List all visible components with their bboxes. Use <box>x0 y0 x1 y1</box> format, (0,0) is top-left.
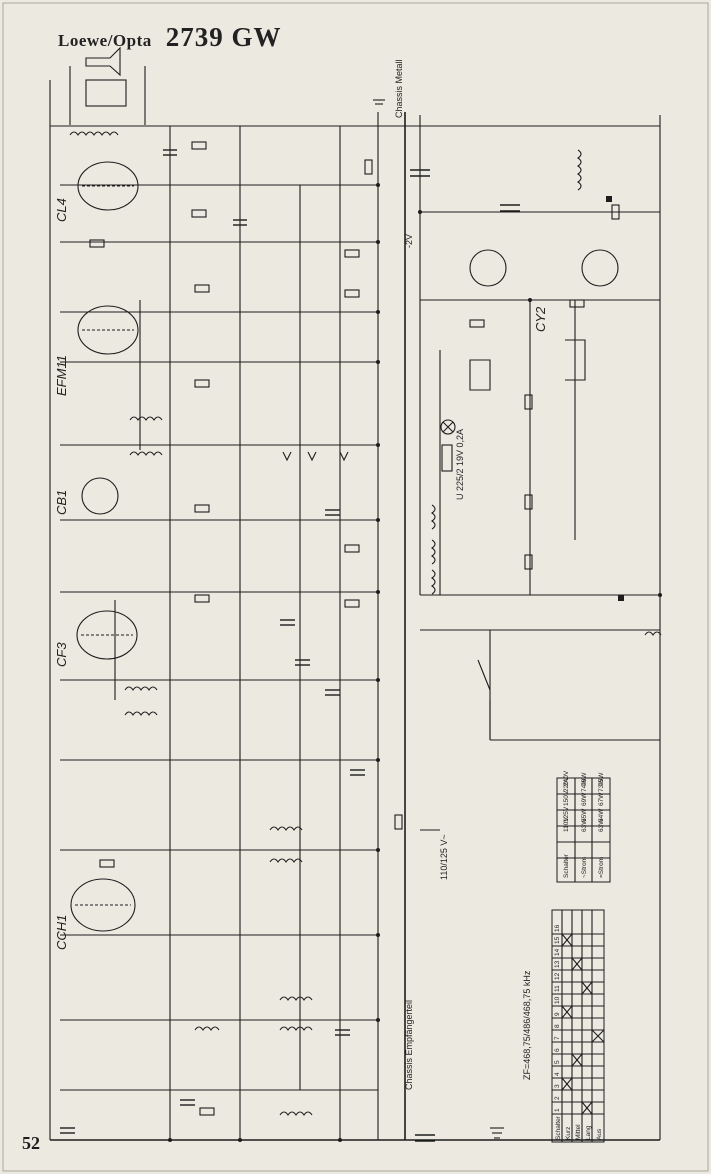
mains-table-cell: 73W <box>598 778 605 792</box>
switch-table-row-label: Aus <box>596 1128 603 1140</box>
switch-table-column-number: 11 <box>554 985 561 992</box>
mains-table-cell: 67W <box>598 792 605 806</box>
switch-table-row-label: Kurz <box>565 1127 572 1140</box>
mains-table-cell: 76W <box>581 772 588 786</box>
title-block: Loewe/Opta 2739 GW <box>58 22 282 53</box>
switch-table-column-number: 5 <box>554 1060 561 1064</box>
mains-voltage-label: 110/125 V~ <box>439 834 449 880</box>
switch-table-column-number: 9 <box>554 1012 561 1016</box>
brand-name: Loewe/Opta <box>58 31 152 50</box>
mains-table-cell: 125V <box>563 806 570 822</box>
tube-label-cf3: CF3 <box>54 642 69 667</box>
switch-table-column-number: 3 <box>554 1084 561 1088</box>
model-number: 2739 GW <box>165 22 282 52</box>
mains-table-header-ac: ~Strom <box>581 857 588 878</box>
bias-voltage-label: -2V <box>404 234 414 248</box>
chassis-receiver-label: Chassis Empfängerteil <box>404 1000 414 1090</box>
switch-table-column-number: 10 <box>554 996 561 1004</box>
tube-label-efm11: EFM11 <box>54 355 69 396</box>
mains-table-cell: 63W <box>581 818 588 832</box>
tube-label-cch1: CCH1 <box>54 915 69 950</box>
mains-table-cell: 240V <box>563 770 570 786</box>
switch-table-column-number: 7 <box>554 1036 561 1040</box>
mains-table-cell: 69W <box>581 792 588 806</box>
switch-table-column-number: 8 <box>554 1024 561 1028</box>
switch-table-column-number: 1 <box>554 1108 561 1112</box>
mains-table-cell: 75W <box>598 772 605 786</box>
mains-table-cell: 110V <box>563 817 570 832</box>
tube-label-cb1: CB1 <box>54 490 69 515</box>
if-frequency-note: ZF=468,75/486/468,75 kHz <box>522 970 532 1080</box>
switch-table-column-number: 13 <box>554 960 561 968</box>
mains-table-cell: 63W <box>598 818 605 832</box>
mains-table-cell: 65W <box>581 808 588 822</box>
switch-table-column-number: 2 <box>554 1096 561 1100</box>
switch-table-column-number: 4 <box>554 1072 561 1076</box>
switch-table-column-number: 14 <box>554 948 561 956</box>
dial-lamp-label: U 225/2 19V 0,2A <box>455 429 465 500</box>
mains-table-cell: 150V <box>563 790 570 806</box>
switch-table-column-number: 16 <box>554 924 561 932</box>
mains-table-cell: 64W <box>598 808 605 822</box>
tube-label-cl4: CL4 <box>54 198 69 222</box>
page-number: 52 <box>22 1133 40 1153</box>
switch-table-column-number: 15 <box>554 936 561 944</box>
chassis-metal-label: Chassis Metall <box>394 59 404 118</box>
switch-table-row-label: Mittel <box>575 1124 582 1140</box>
switch-table-column-number: 6 <box>554 1048 561 1052</box>
switch-table-column-number: 12 <box>554 972 561 980</box>
mains-table-header-dc: =Strom <box>598 857 605 878</box>
mains-table-cell: 74W <box>581 778 588 792</box>
mains-table-header-switch: Schalter <box>563 853 570 878</box>
switch-table-row-label: Lang <box>585 1125 592 1140</box>
tube-label-cy2: CY2 <box>533 306 548 332</box>
switch-table-row-label: Schalter <box>555 1115 562 1140</box>
mains-table-cell: 220V <box>563 776 570 792</box>
